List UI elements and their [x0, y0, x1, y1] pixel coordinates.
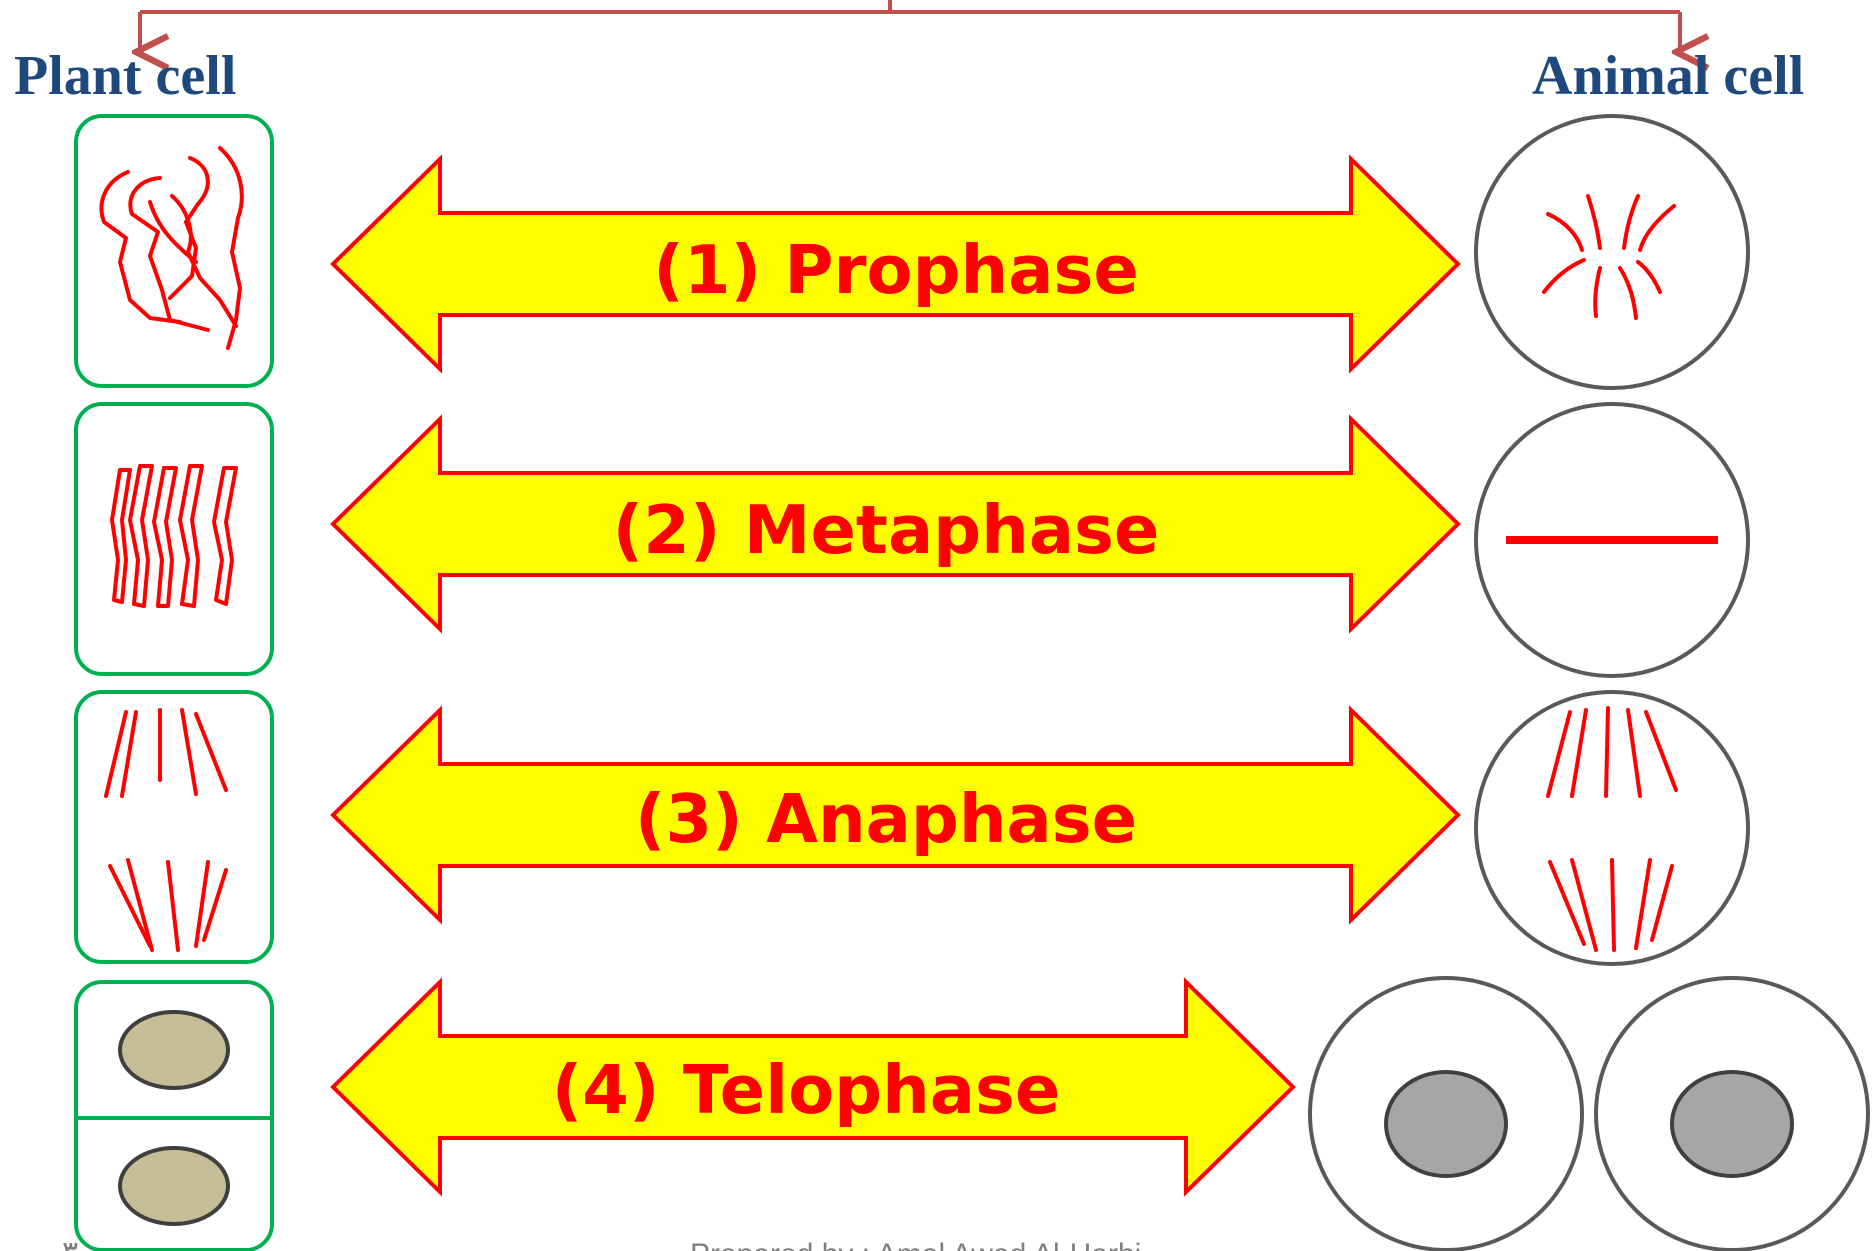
- metaphase-double-arrow: (2) Metaphase: [330, 414, 1461, 634]
- telophase-double-arrow: (4) Telophase: [330, 977, 1296, 1197]
- animal-prophase-chromosomes: [1542, 194, 1676, 320]
- animal-nucleus-left: [1384, 1070, 1508, 1178]
- plant-cell-metaphase: [74, 402, 274, 676]
- phase-label-metaphase: (2) Metaphase: [613, 491, 1160, 569]
- plant-anaphase-chromosomes: [104, 708, 228, 952]
- animal-nucleus-right: [1670, 1070, 1794, 1178]
- phase-label-prophase: (1) Prophase: [653, 231, 1139, 309]
- plant-nucleus-top: [118, 1010, 230, 1090]
- footer-credit: Prepared by : Amal Awad Al-Harbi: [690, 1238, 1141, 1251]
- animal-cell-header: Animal cell: [1532, 45, 1804, 107]
- plant-prophase-chromosomes: [99, 146, 244, 350]
- animal-cell-telophase-right: [1594, 976, 1870, 1251]
- animal-cell-metaphase: [1474, 402, 1750, 678]
- anaphase-double-arrow: (3) Anaphase: [330, 705, 1461, 925]
- animal-cell-prophase: [1474, 114, 1750, 390]
- slide-number: ٣: [62, 1236, 78, 1251]
- plant-metaphase-chromosomes: [110, 464, 238, 608]
- plant-cell-anaphase: [74, 690, 274, 964]
- phase-label-telophase: (4) Telophase: [552, 1051, 1061, 1129]
- animal-anaphase-chromosomes: [1546, 706, 1678, 952]
- top-connector: [140, 0, 1680, 52]
- animal-cell-telophase-left: [1308, 976, 1584, 1251]
- plant-nucleus-bottom: [118, 1146, 230, 1226]
- plant-cell-telophase: [74, 980, 274, 1251]
- phase-label-anaphase: (3) Anaphase: [635, 780, 1137, 858]
- animal-cell-anaphase: [1474, 690, 1750, 966]
- plant-cell-prophase: [74, 114, 274, 388]
- plant-cell-header: Plant cell: [14, 45, 236, 107]
- prophase-double-arrow: (1) Prophase: [330, 154, 1461, 374]
